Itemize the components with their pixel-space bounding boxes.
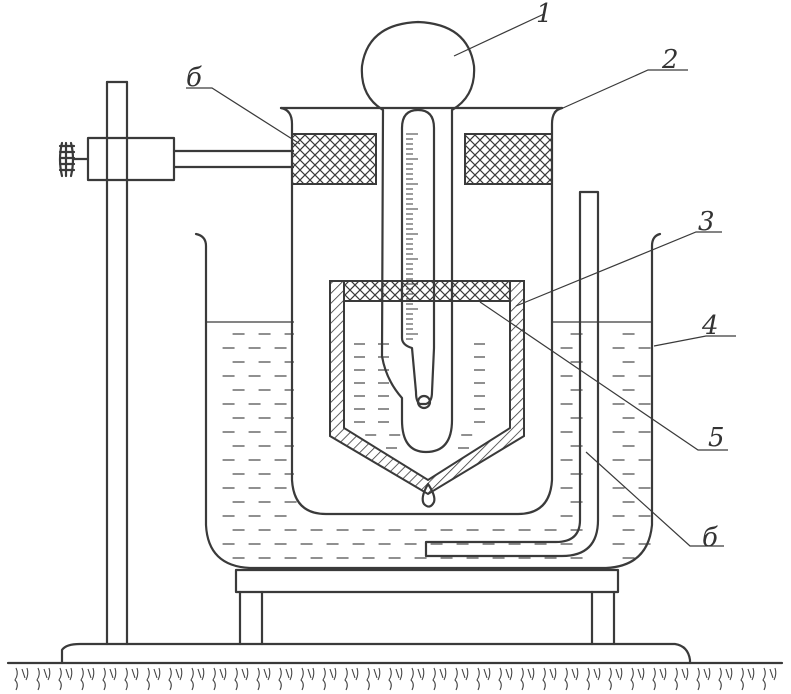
ground-hatch-mark [762,667,777,691]
ground-hatch-mark [256,667,271,691]
cork-stopper-left [291,133,377,185]
callout-stopper: б [186,63,202,93]
ground-hatch-mark [344,667,359,691]
bath-support [234,568,620,646]
thermometer-scale [406,133,418,340]
cork-stopper-right [464,133,553,185]
ground-hatch-mark [80,667,95,691]
ground-hatch-mark [498,667,513,691]
ground-hatch-mark [674,667,689,691]
ground-hatch-mark [432,667,447,691]
ground-hatch-mark [454,667,469,691]
funnel-drop [421,482,436,508]
funnel-mesh [343,280,511,302]
ground-hatch-mark [102,667,117,691]
stand-rod [105,80,129,646]
stand-base [60,642,692,665]
clamp-screw-knob [58,141,76,178]
ground-hatch-mark [740,667,755,691]
ground-hatch-mark [410,667,425,691]
ground-hatch-mark [278,667,293,691]
water-bath-beaker [194,232,662,570]
inner-beaker [279,106,564,516]
ground-hatch-mark [696,667,711,691]
ground-hatch-mark [322,667,337,691]
ground-hatch-mark [718,667,733,691]
ground-hatch-mark [630,667,645,691]
ground-hatch-mark [564,667,579,691]
ground-hatch-mark [58,667,73,691]
ground-hatch-mark [168,667,183,691]
bath-liquid-dashes [222,333,651,559]
ground-hatching [14,667,777,691]
ground-hatch-mark [124,667,139,691]
callout-1: 1 [536,0,553,29]
callout-4: 4 [701,311,719,341]
ground-hatch-mark [520,667,535,691]
ground-hatch-mark [476,667,491,691]
ground-hatch-mark [146,667,161,691]
callout-5: 5 [708,423,725,453]
funnel-substance-dashes [354,343,485,449]
ground-hatch-mark [652,667,667,691]
ground-hatch-mark [542,667,557,691]
ground-hatch-mark [388,667,403,691]
ground-hatch-mark [36,667,51,691]
leader-lines [186,13,736,547]
ground [6,661,784,691]
ground-hatch-mark [366,667,381,691]
ground-hatch-mark [300,667,315,691]
ground-hatch-mark [608,667,623,691]
ground-hatch-mark [586,667,601,691]
callout-3: 3 [698,207,715,237]
callout-siphon: б [702,523,718,553]
ground-hatch-mark [234,667,249,691]
ground-hatch-mark [212,667,227,691]
siphon-tube [424,190,600,558]
callout-2: 2 [661,45,679,75]
ground-hatch-mark [190,667,205,691]
clamp [58,136,298,182]
ground-hatch-mark [14,667,29,691]
thermometer [360,20,476,454]
